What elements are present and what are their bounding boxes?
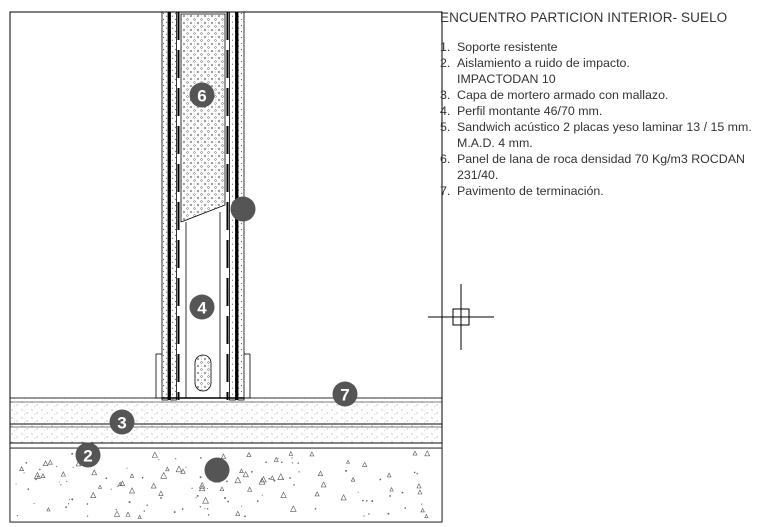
placa-yeso-left-inner: [170, 11, 177, 401]
legend-item: 3.Capa de mortero armado con mallazo.: [440, 88, 669, 102]
marker-7: 7: [332, 381, 358, 407]
legend-item: 6.Panel de lana de roca densidad 70 Kg/m…: [440, 152, 745, 182]
legend-title: ENCUENTRO PARTICION INTERIOR- SUELO: [440, 10, 728, 25]
legend-item: 4.Perfil montante 46/70 mm.: [440, 104, 603, 118]
mad-left: [168, 12, 171, 400]
svg-text:2: 2: [83, 447, 92, 466]
placa-yeso-left-outer: [161, 11, 169, 401]
legend-list: 1.Soporte resistente 2.Aislamiento a rui…: [440, 39, 776, 199]
aislamiento-impacto-layer: [9, 442, 443, 449]
legend-item: 7.Pavimento de terminación.: [440, 184, 604, 198]
soporte-resistente-layer: [9, 447, 443, 523]
legend-item: 5.Sandwich acústico 2 placas yeso lamina…: [440, 120, 752, 150]
marker-4: 4: [189, 294, 215, 320]
marker-1: [204, 457, 230, 483]
lana-roca-panel: [180, 13, 226, 223]
marker-3: 3: [109, 409, 135, 435]
svg-text:3: 3: [117, 414, 126, 433]
svg-text:7: 7: [340, 386, 349, 405]
svg-text:6: 6: [197, 87, 206, 106]
crosshair-cursor-icon: [428, 284, 494, 350]
pavimento-layer: [9, 397, 443, 425]
perfil-slot: [194, 354, 212, 392]
canal-left: [155, 354, 162, 399]
legend-item: 2.Aislamiento a ruido de impacto. IMPACT…: [440, 56, 630, 86]
canal-right: [244, 354, 251, 399]
legend-item: 1.Soporte resistente: [440, 40, 558, 54]
marker-5: [230, 196, 256, 222]
marker-6: 6: [189, 82, 215, 108]
legend: ENCUENTRO PARTICION INTERIOR- SUELO 1.So…: [440, 10, 776, 199]
svg-text:4: 4: [197, 299, 207, 318]
marker-2: 2: [75, 442, 101, 468]
